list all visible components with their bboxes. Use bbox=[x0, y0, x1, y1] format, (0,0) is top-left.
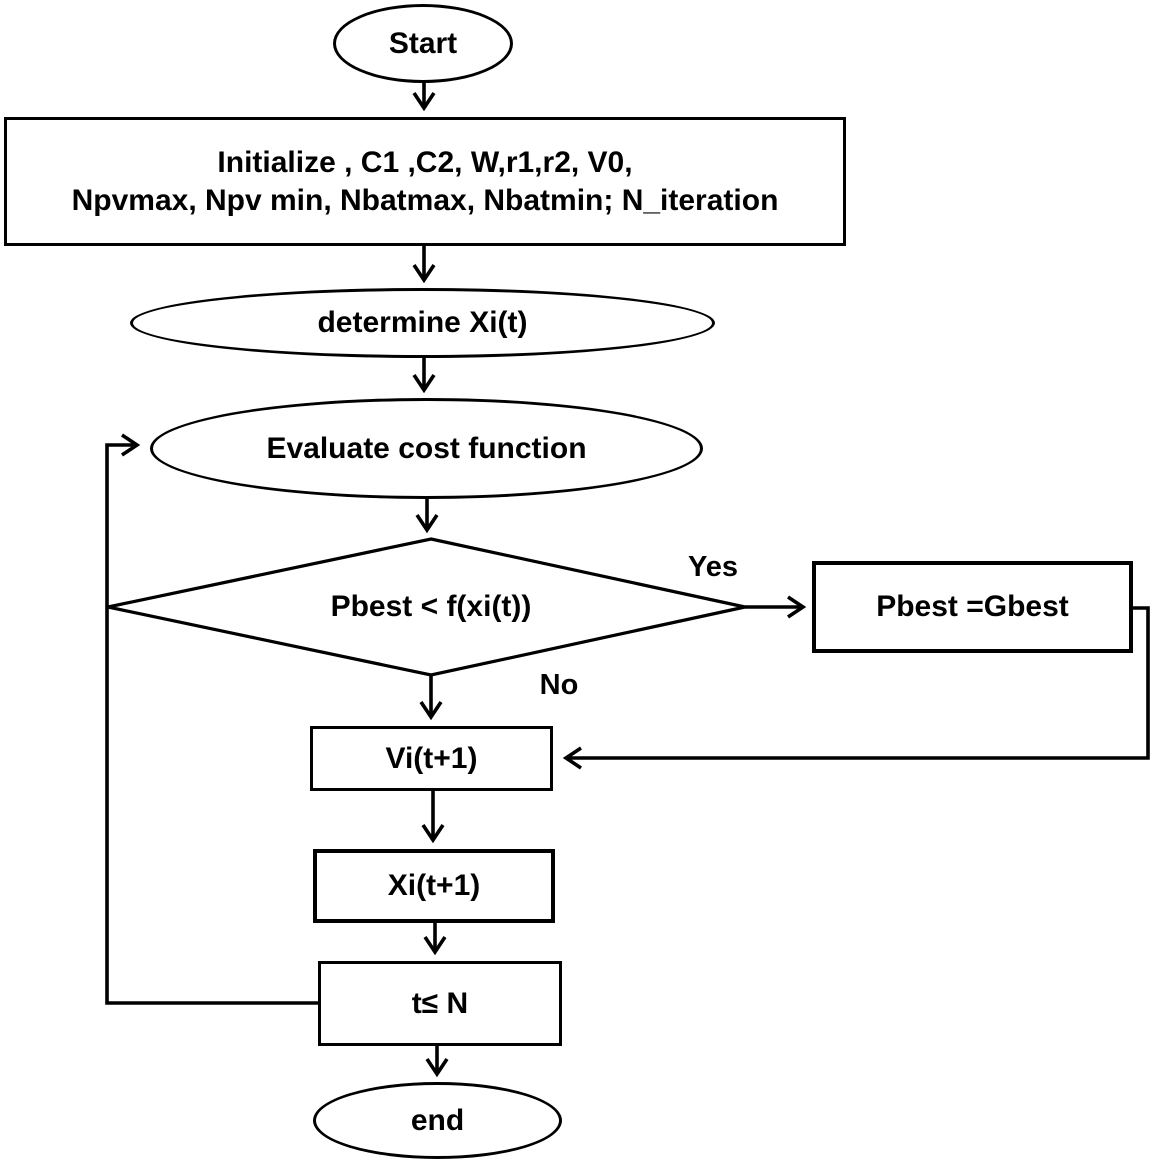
node-initialize-line2: Npvmax, Npv min, Nbatmax, Nbatmin; N_ite… bbox=[71, 183, 779, 217]
node-velocity: Vi(t+1) bbox=[310, 726, 553, 791]
node-initialize: Initialize , C1 ,C2, W,r1,r2, V0, Npvmax… bbox=[4, 117, 846, 246]
connector-gbest-to-velocity bbox=[562, 606, 1150, 770]
node-evaluate: Evaluate cost function bbox=[150, 398, 703, 499]
node-start-label: Start bbox=[388, 26, 458, 60]
node-decision-label: Pbest < f(xi(t)) bbox=[330, 590, 532, 623]
connector-iteration-loop-to-evaluate bbox=[105, 433, 318, 1005]
node-gbest-label: Pbest =Gbest bbox=[876, 590, 1069, 623]
edge-label-no: No bbox=[539, 669, 579, 701]
node-gbest: Pbest =Gbest bbox=[812, 561, 1133, 653]
node-end: end bbox=[313, 1082, 562, 1159]
node-end-label: end bbox=[410, 1103, 465, 1137]
node-start: Start bbox=[333, 4, 513, 83]
node-determine-label: determine Xi(t) bbox=[317, 306, 528, 339]
node-iteration-label: t≤ N bbox=[411, 986, 469, 1020]
node-position-label: Xi(t+1) bbox=[387, 869, 481, 902]
node-velocity-label: Vi(t+1) bbox=[385, 741, 478, 775]
node-evaluate-label: Evaluate cost function bbox=[266, 431, 587, 465]
node-position: Xi(t+1) bbox=[313, 849, 555, 923]
node-determine: determine Xi(t) bbox=[130, 288, 715, 358]
node-initialize-line1: Initialize , C1 ,C2, W,r1,r2, V0, bbox=[217, 145, 633, 179]
decision-diamond bbox=[107, 537, 746, 677]
edge-label-yes: Yes bbox=[688, 551, 738, 583]
node-iteration: t≤ N bbox=[318, 961, 562, 1046]
